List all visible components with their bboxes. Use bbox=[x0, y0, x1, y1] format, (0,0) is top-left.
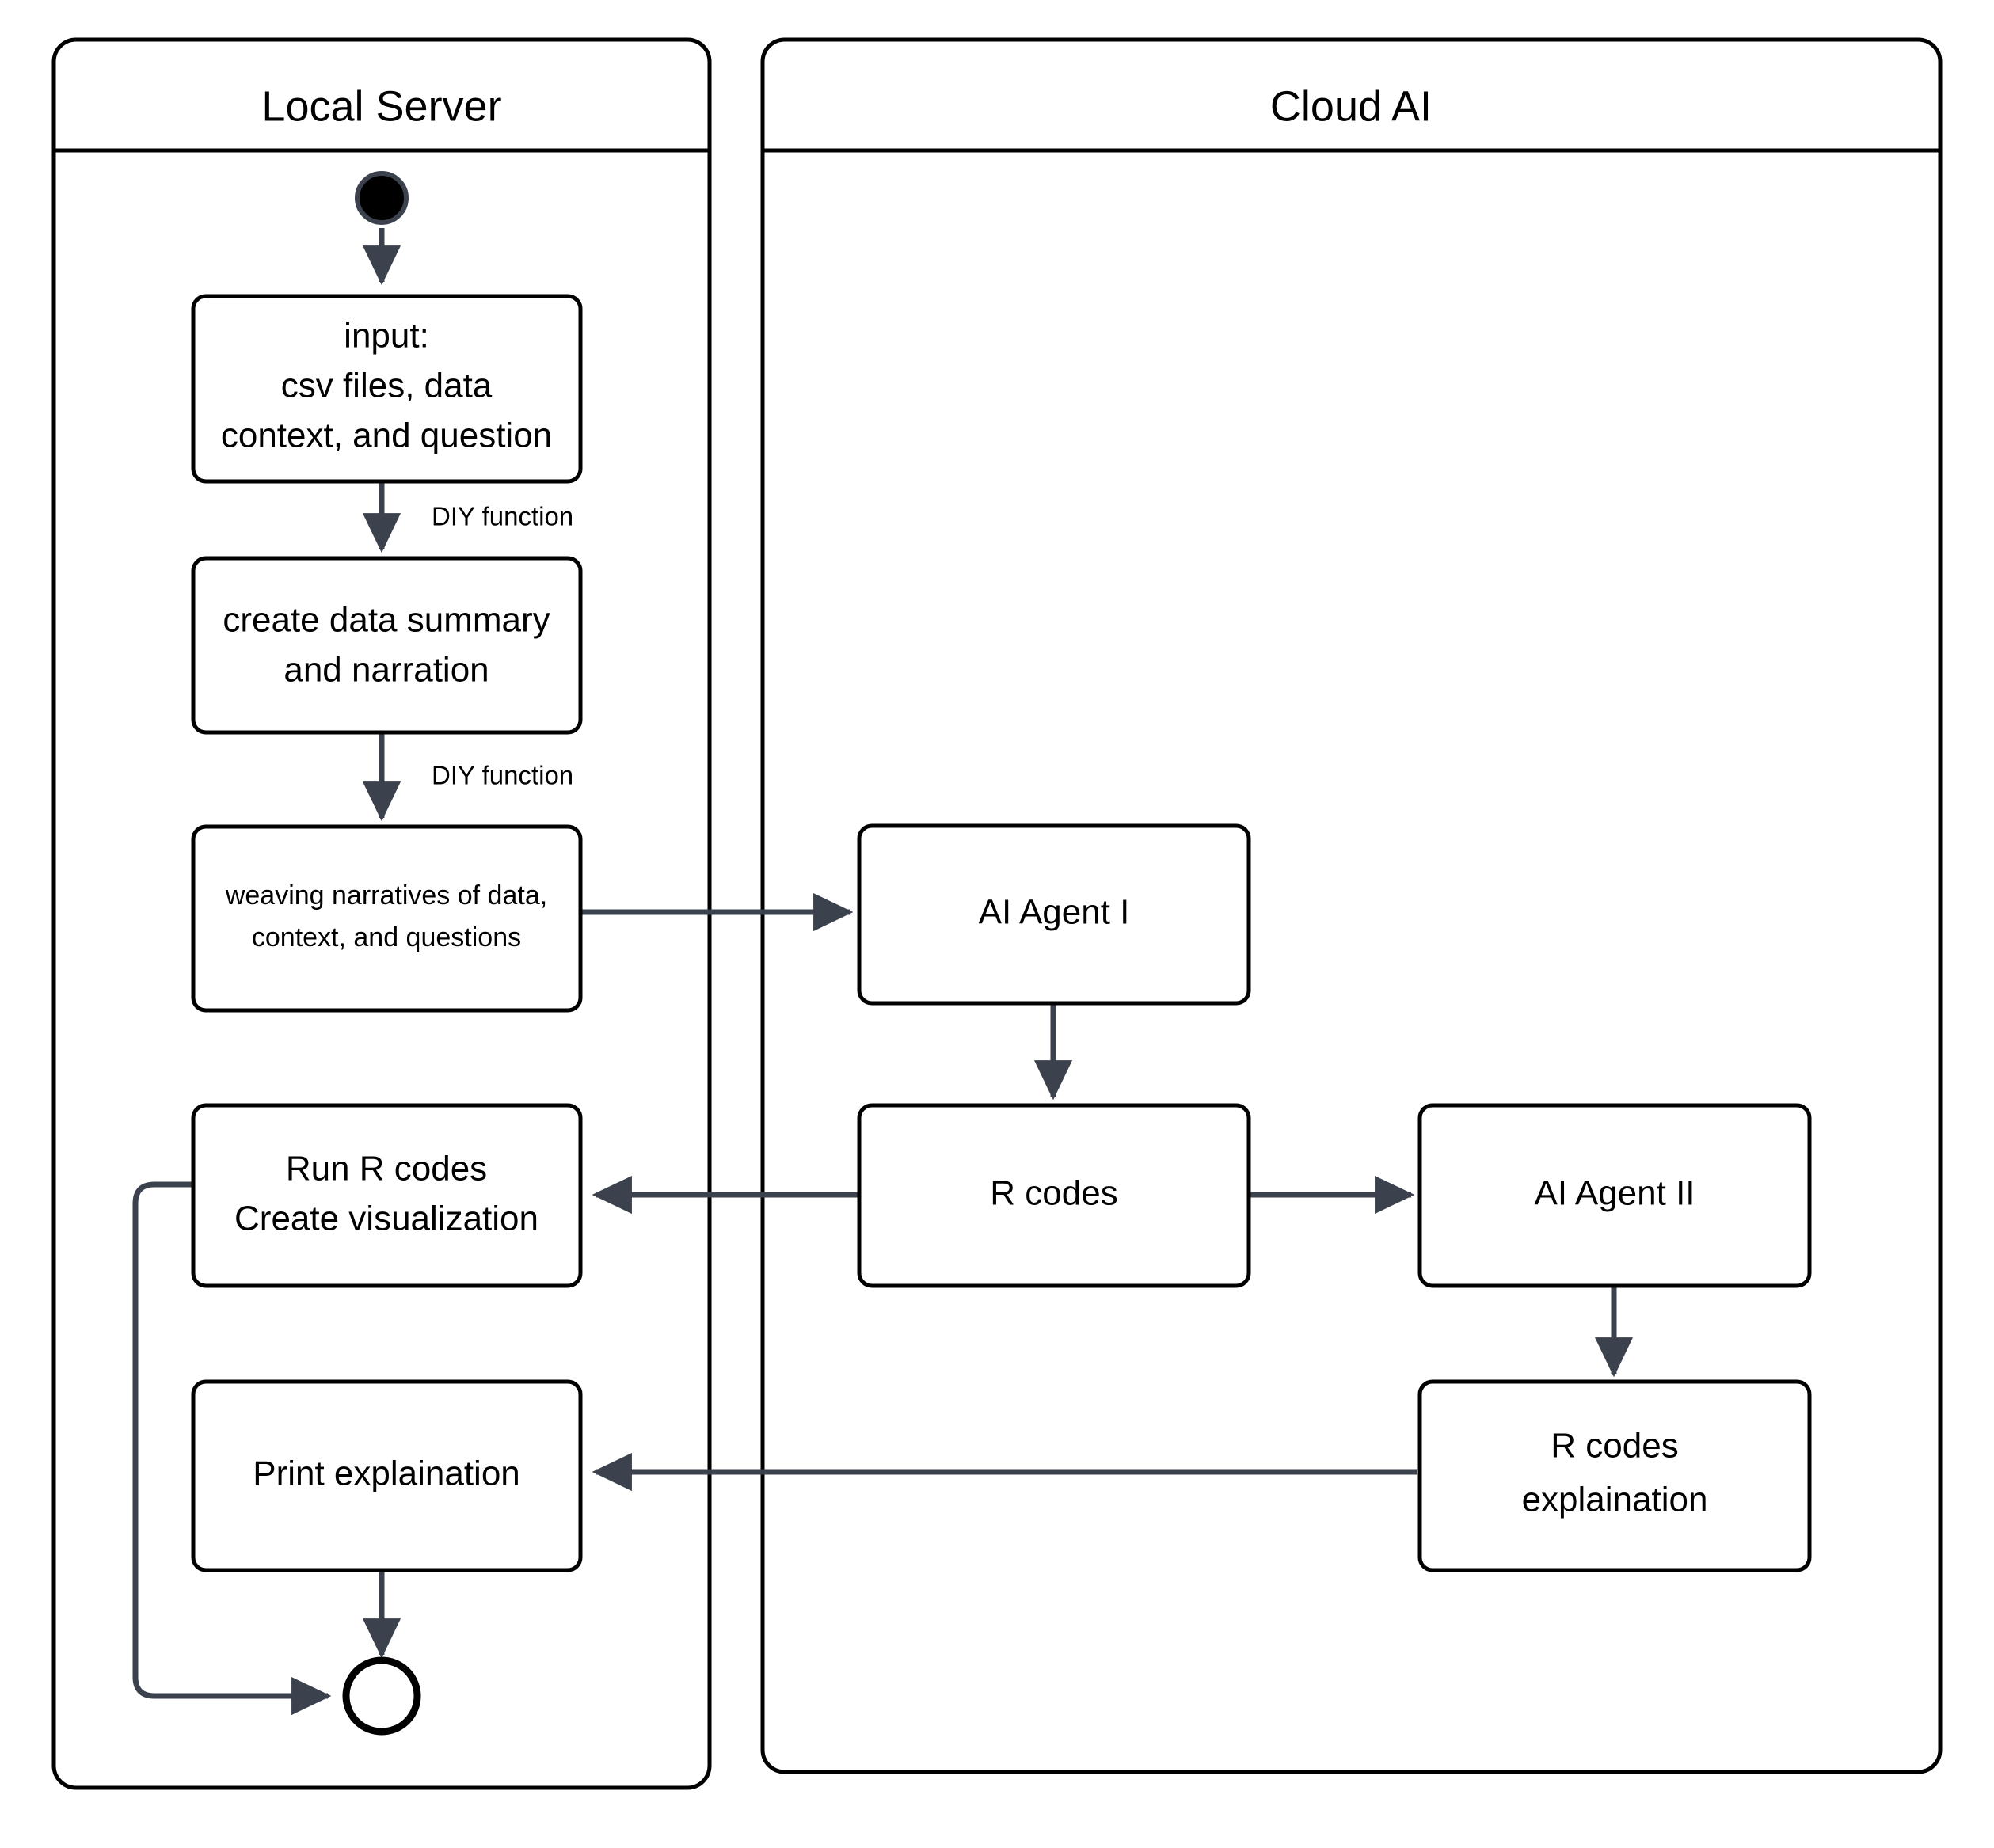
activity-node-weaving-line-2: context, and questions bbox=[252, 922, 521, 953]
activity-node-summary-line-2: and narration bbox=[283, 651, 489, 690]
edge-label-diy-function-2: DIY function bbox=[432, 761, 573, 790]
activity-node-input-line-1: input: bbox=[344, 317, 429, 356]
activity-node-summary[interactable]: create data summary and narration bbox=[191, 556, 583, 735]
activity-node-r-codes-explanation-line-2: explaination bbox=[1522, 1481, 1708, 1519]
activity-node-r-codes-box[interactable] bbox=[857, 1103, 1251, 1288]
edge-run-r-to-end-path bbox=[132, 1181, 332, 1716]
partition-cloud-ai: Cloud AI bbox=[760, 37, 1943, 1774]
activity-node-print-explanation-line-1: Print explaination bbox=[253, 1454, 520, 1493]
activity-node-r-codes-explanation[interactable]: R codes explaination bbox=[1417, 1379, 1812, 1572]
activity-node-r-codes[interactable]: R codes bbox=[857, 1103, 1251, 1288]
activity-node-r-codes-explanation-line-1: R codes bbox=[1551, 1427, 1678, 1466]
activity-node-weaving-line-1: weaving narratives of data, bbox=[225, 880, 547, 911]
activity-node-ai-agent-two[interactable]: AI Agent II bbox=[1417, 1103, 1812, 1288]
activity-node-run-r-codes-line-2: Create visualization bbox=[234, 1200, 538, 1238]
activity-node-r-codes-label: R codes bbox=[990, 1174, 1117, 1213]
edge-input-to-summary: DIY function bbox=[362, 481, 573, 553]
partition-cloud-ai-frame bbox=[760, 37, 1943, 1774]
initial-node bbox=[355, 171, 409, 225]
activity-node-ai-agent-one-box[interactable] bbox=[857, 823, 1251, 1006]
activity-node-input-line-2: csv files, data bbox=[281, 367, 493, 405]
activity-node-input-box[interactable] bbox=[191, 294, 583, 484]
activity-node-summary-line-1: create data summary bbox=[223, 601, 550, 640]
final-node-circle bbox=[342, 1656, 421, 1736]
partition-cloud-ai-title: Cloud AI bbox=[1270, 82, 1432, 130]
activity-node-run-r-codes[interactable]: Run R codes Create visualization bbox=[191, 1103, 583, 1288]
activity-node-ai-agent-two-box[interactable] bbox=[1417, 1103, 1812, 1288]
activity-node-run-r-codes-line-1: Run R codes bbox=[286, 1150, 487, 1188]
activity-node-print-explanation-box[interactable] bbox=[191, 1379, 583, 1572]
initial-node-circle bbox=[355, 171, 409, 225]
activity-node-print-explanation[interactable]: Print explaination bbox=[191, 1379, 583, 1572]
edge-label-diy-function-1: DIY function bbox=[432, 502, 573, 531]
activity-node-summary-box[interactable] bbox=[191, 556, 583, 735]
activity-node-ai-agent-two-label: AI Agent II bbox=[1534, 1174, 1695, 1213]
final-node bbox=[342, 1656, 421, 1736]
edge-run-r-to-end bbox=[132, 1181, 332, 1716]
activity-node-ai-agent-one[interactable]: AI Agent I bbox=[857, 823, 1251, 1006]
edge-summary-to-weaving: DIY function bbox=[362, 732, 573, 822]
activity-node-input-line-3: context, and question bbox=[221, 416, 552, 455]
activity-node-r-codes-explanation-box[interactable] bbox=[1417, 1379, 1812, 1572]
activity-node-run-r-codes-box[interactable] bbox=[191, 1103, 583, 1288]
activity-node-ai-agent-one-label: AI Agent I bbox=[979, 893, 1130, 932]
activity-node-weaving[interactable]: weaving narratives of data, context, and… bbox=[191, 824, 583, 1013]
partition-local-server-title: Local Server bbox=[261, 82, 501, 130]
activity-node-input[interactable]: input: csv files, data context, and ques… bbox=[191, 294, 583, 484]
activity-node-weaving-box[interactable] bbox=[191, 824, 583, 1013]
